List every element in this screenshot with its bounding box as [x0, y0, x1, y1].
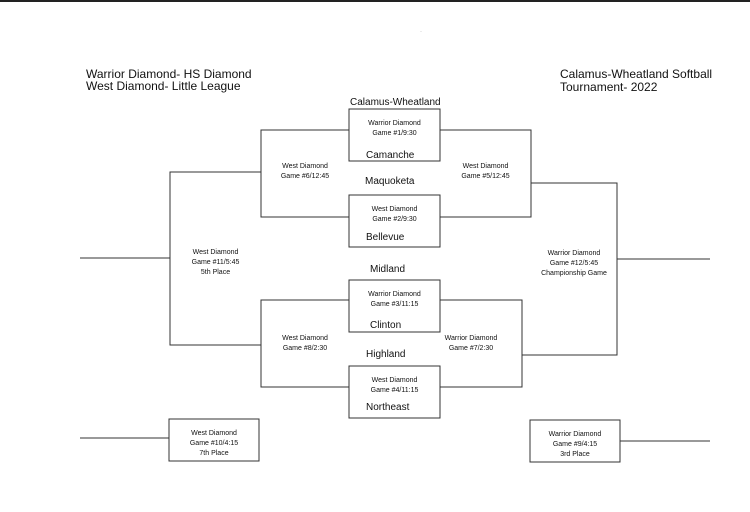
game-9-diamond: Warrior Diamond — [548, 431, 602, 438]
speck-mark: · — [420, 29, 422, 35]
game-11-diamond: West Diamond — [192, 249, 239, 256]
team-bellevue: Bellevue — [366, 232, 405, 243]
game-10-time: Game #10/4:15 — [189, 440, 239, 447]
tournament-title-line-1: Calamus-Wheatland Softball — [560, 67, 713, 81]
game-4-time: Game #4/11:15 — [370, 387, 419, 394]
game-10-diamond: West Diamond — [191, 430, 237, 437]
game-11-time: Game #11/5:45 — [191, 259, 240, 266]
game-12-time: Game #12/5:45 — [549, 260, 599, 267]
game-10-label: West Diamond Game #10/4:15 7th Place — [169, 429, 259, 459]
game-2-box — [348, 194, 441, 248]
team-highland: Highland — [366, 349, 406, 360]
game-8-diamond: West Diamond — [282, 335, 328, 342]
game-6-diamond: West Diamond — [282, 163, 328, 170]
game-10-box — [168, 418, 260, 462]
game-11-label: West Diamond Game #11/5:45 5th Place — [170, 248, 261, 278]
game-12-connector — [522, 182, 618, 356]
game-3-diamond: Warrior Diamond — [368, 291, 421, 298]
legend-line-1: Warrior Diamond- HS Diamond — [86, 67, 252, 81]
game-4-diamond: West Diamond — [371, 377, 418, 384]
game-3-time: Game #3/11:15 — [370, 301, 419, 308]
team-northeast: Northeast — [366, 402, 410, 413]
game-2-diamond: West Diamond — [371, 206, 418, 213]
game-9-label: Warrior Diamond Game #9/4:15 3rd Place — [530, 430, 620, 460]
game-7-label: Warrior Diamond Game #7/2:30 — [430, 334, 512, 354]
game-8-connector — [260, 299, 349, 388]
game-1-time: Game #1/9:30 — [372, 130, 417, 137]
team-camanche: Camanche — [366, 150, 415, 161]
game-4-box — [348, 365, 441, 419]
game-5-diamond: West Diamond — [462, 163, 509, 170]
game-6-connector — [260, 129, 349, 218]
game-6-label: West Diamond Game #6/12:45 — [261, 162, 349, 182]
team-midland: Midland — [370, 264, 406, 275]
game-5-label: West Diamond Game #5/12:45 — [440, 162, 531, 182]
game-2-time: Game #2/9:30 — [372, 216, 417, 223]
team-calamus-wheatland: Calamus-Wheatland — [350, 97, 441, 108]
game-10-note: 7th Place — [199, 450, 229, 457]
tournament-title-line-2: Tournament- 2022 — [560, 80, 658, 94]
game-9-box — [529, 419, 621, 463]
game-3-box — [348, 279, 441, 333]
game-1-diamond: Warrior Diamond — [368, 120, 421, 127]
game-2-label: West Diamond Game #2/9:30 — [349, 205, 440, 225]
game-7-time: Game #7/2:30 — [448, 345, 494, 352]
game-9-note: 3rd Place — [560, 451, 590, 458]
game-7-diamond: Warrior Diamond — [444, 335, 498, 342]
game-4-label: West Diamond Game #4/11:15 — [349, 376, 440, 396]
game-8-time: Game #8/2:30 — [282, 345, 328, 352]
game-5-time: Game #5/12:45 — [461, 173, 510, 180]
game-9-time: Game #9/4:15 — [552, 441, 598, 448]
team-clinton: Clinton — [370, 320, 402, 331]
game-1-label: Warrior Diamond Game #1/9:30 — [349, 119, 440, 139]
top-border — [0, 0, 750, 2]
game-12-diamond: Warrior Diamond — [547, 250, 601, 257]
game-6-time: Game #6/12:45 — [280, 173, 330, 180]
game-11-note: 5th Place — [200, 269, 231, 276]
game-8-label: West Diamond Game #8/2:30 — [261, 334, 349, 354]
team-maquoketa: Maquoketa — [365, 176, 415, 187]
game-7-connector — [440, 299, 523, 388]
game-12-label: Warrior Diamond Game #12/5:45 Championsh… — [531, 249, 617, 279]
game-1-box — [348, 108, 441, 162]
game-5-connector — [440, 129, 532, 218]
game-3-label: Warrior Diamond Game #3/11:15 — [349, 290, 440, 310]
game-12-note: Championship Game — [541, 270, 607, 277]
legend-line-2: West Diamond- Little League — [86, 79, 241, 93]
